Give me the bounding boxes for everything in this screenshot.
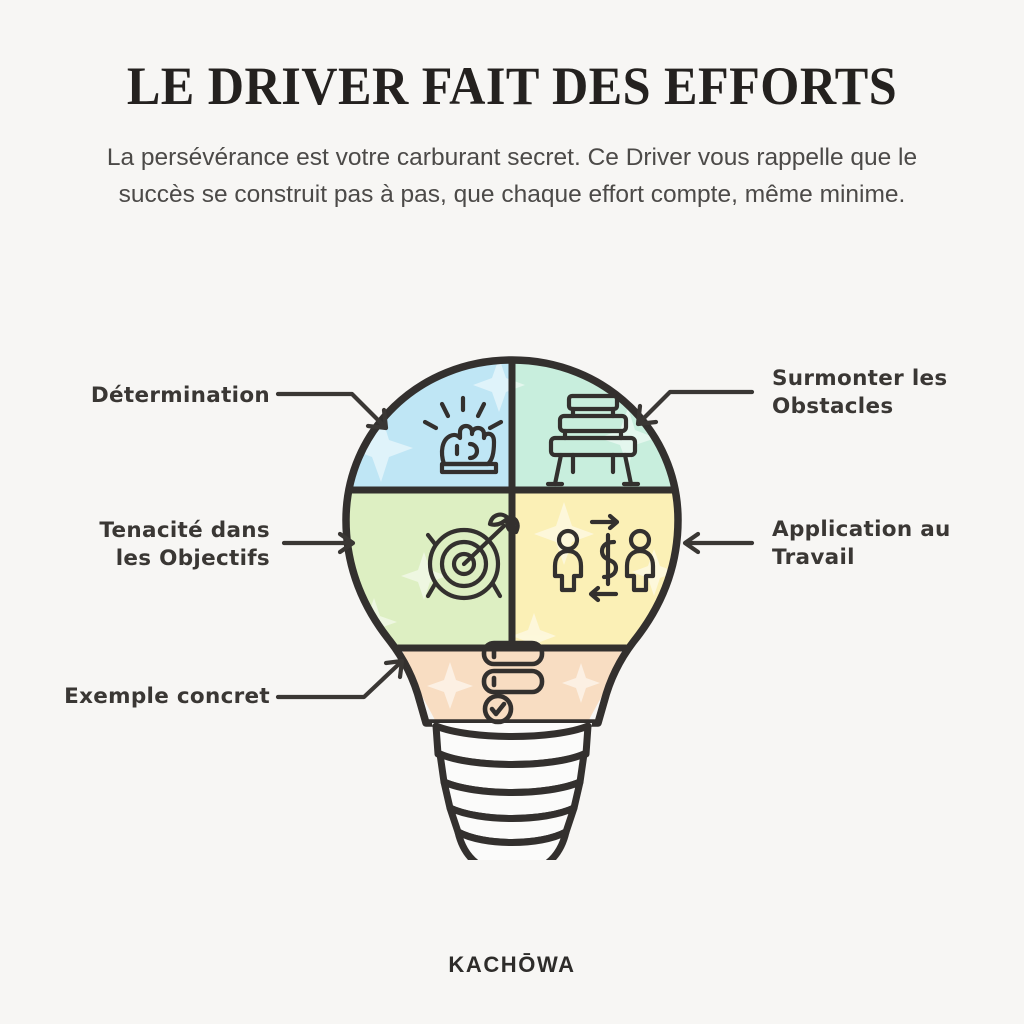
checklist-icon (481, 640, 545, 725)
target-arrow-icon (425, 512, 520, 601)
header: LE DRIVER FAIT DES EFFORTS La persévéran… (0, 0, 1024, 213)
hurdle-icon (545, 393, 641, 487)
arrow-surmonter (635, 389, 755, 427)
footer: KACHŌWA (0, 952, 1024, 978)
arrow-determination (275, 391, 389, 431)
quadrant-dividers (347, 358, 678, 652)
page-title: LE DRIVER FAIT DES EFFORTS (126, 56, 898, 116)
connector-arrows (275, 389, 755, 700)
label-application-travail: Application au Travail (772, 517, 951, 571)
label-surmonter-obstacles: Surmonter les Obstacles (772, 366, 948, 420)
lightbulb-diagram (0, 330, 1024, 860)
arrow-tenacite (281, 531, 356, 555)
bulb-neck-fill (402, 648, 622, 722)
label-determination: Détermination (90, 383, 270, 408)
label-tenacite-objectifs: Tenacité dans les Objectifs (99, 518, 270, 572)
label-exemple-concret: Exemple concret (64, 684, 270, 709)
people-exchange-icon (552, 513, 656, 603)
brand-logo: KACHŌWA (448, 952, 576, 977)
arrow-application (682, 531, 755, 555)
arrow-exemple (275, 658, 405, 700)
page-subtitle: La persévérance est votre carburant secr… (106, 143, 918, 208)
neck-sparkles (427, 662, 600, 709)
bulb-screw-base (432, 722, 592, 860)
raised-fist-icon (422, 395, 504, 475)
